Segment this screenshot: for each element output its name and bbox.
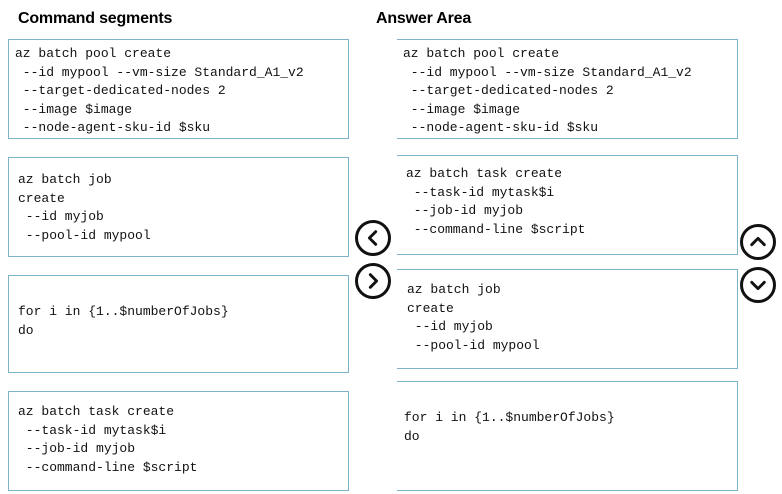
answer-code: az batch task create --task-id mytask$i …: [406, 166, 586, 237]
answer-slot-3[interactable]: az batch job create --id myjob --pool-id…: [397, 269, 738, 369]
answer-slot-4[interactable]: for i in {1..$numberOfJobs} do: [397, 381, 738, 491]
move-left-button[interactable]: [355, 220, 391, 256]
segment-job-create[interactable]: az batch job create --id myjob --pool-id…: [8, 157, 349, 257]
command-segments-heading: Command segments: [18, 10, 173, 27]
segment-pool-create[interactable]: az batch pool create --id mypool --vm-si…: [8, 39, 349, 139]
answer-area-heading: Answer Area: [376, 10, 472, 27]
answer-slot-1[interactable]: az batch pool create --id mypool --vm-si…: [397, 39, 738, 139]
chevron-up-icon: [750, 236, 766, 247]
move-down-button[interactable]: [740, 267, 776, 303]
answer-code: az batch pool create --id mypool --vm-si…: [403, 46, 692, 135]
answer-slot-2[interactable]: az batch task create --task-id mytask$i …: [397, 155, 738, 255]
segment-code: az batch job create --id myjob --pool-id…: [18, 172, 151, 243]
segment-code: for i in {1..$numberOfJobs} do: [18, 304, 229, 338]
answer-code: for i in {1..$numberOfJobs} do: [404, 410, 615, 444]
answer-code: az batch job create --id myjob --pool-id…: [407, 282, 540, 353]
move-up-button[interactable]: [740, 224, 776, 260]
segment-code: az batch pool create --id mypool --vm-si…: [15, 46, 304, 135]
segment-for-loop[interactable]: for i in {1..$numberOfJobs} do: [8, 275, 349, 373]
chevron-down-icon: [750, 280, 766, 291]
chevron-right-icon: [368, 273, 379, 289]
chevron-left-icon: [367, 230, 378, 246]
move-right-button[interactable]: [355, 263, 391, 299]
segment-code: az batch task create --task-id mytask$i …: [18, 404, 198, 475]
segment-task-create[interactable]: az batch task create --task-id mytask$i …: [8, 391, 349, 491]
